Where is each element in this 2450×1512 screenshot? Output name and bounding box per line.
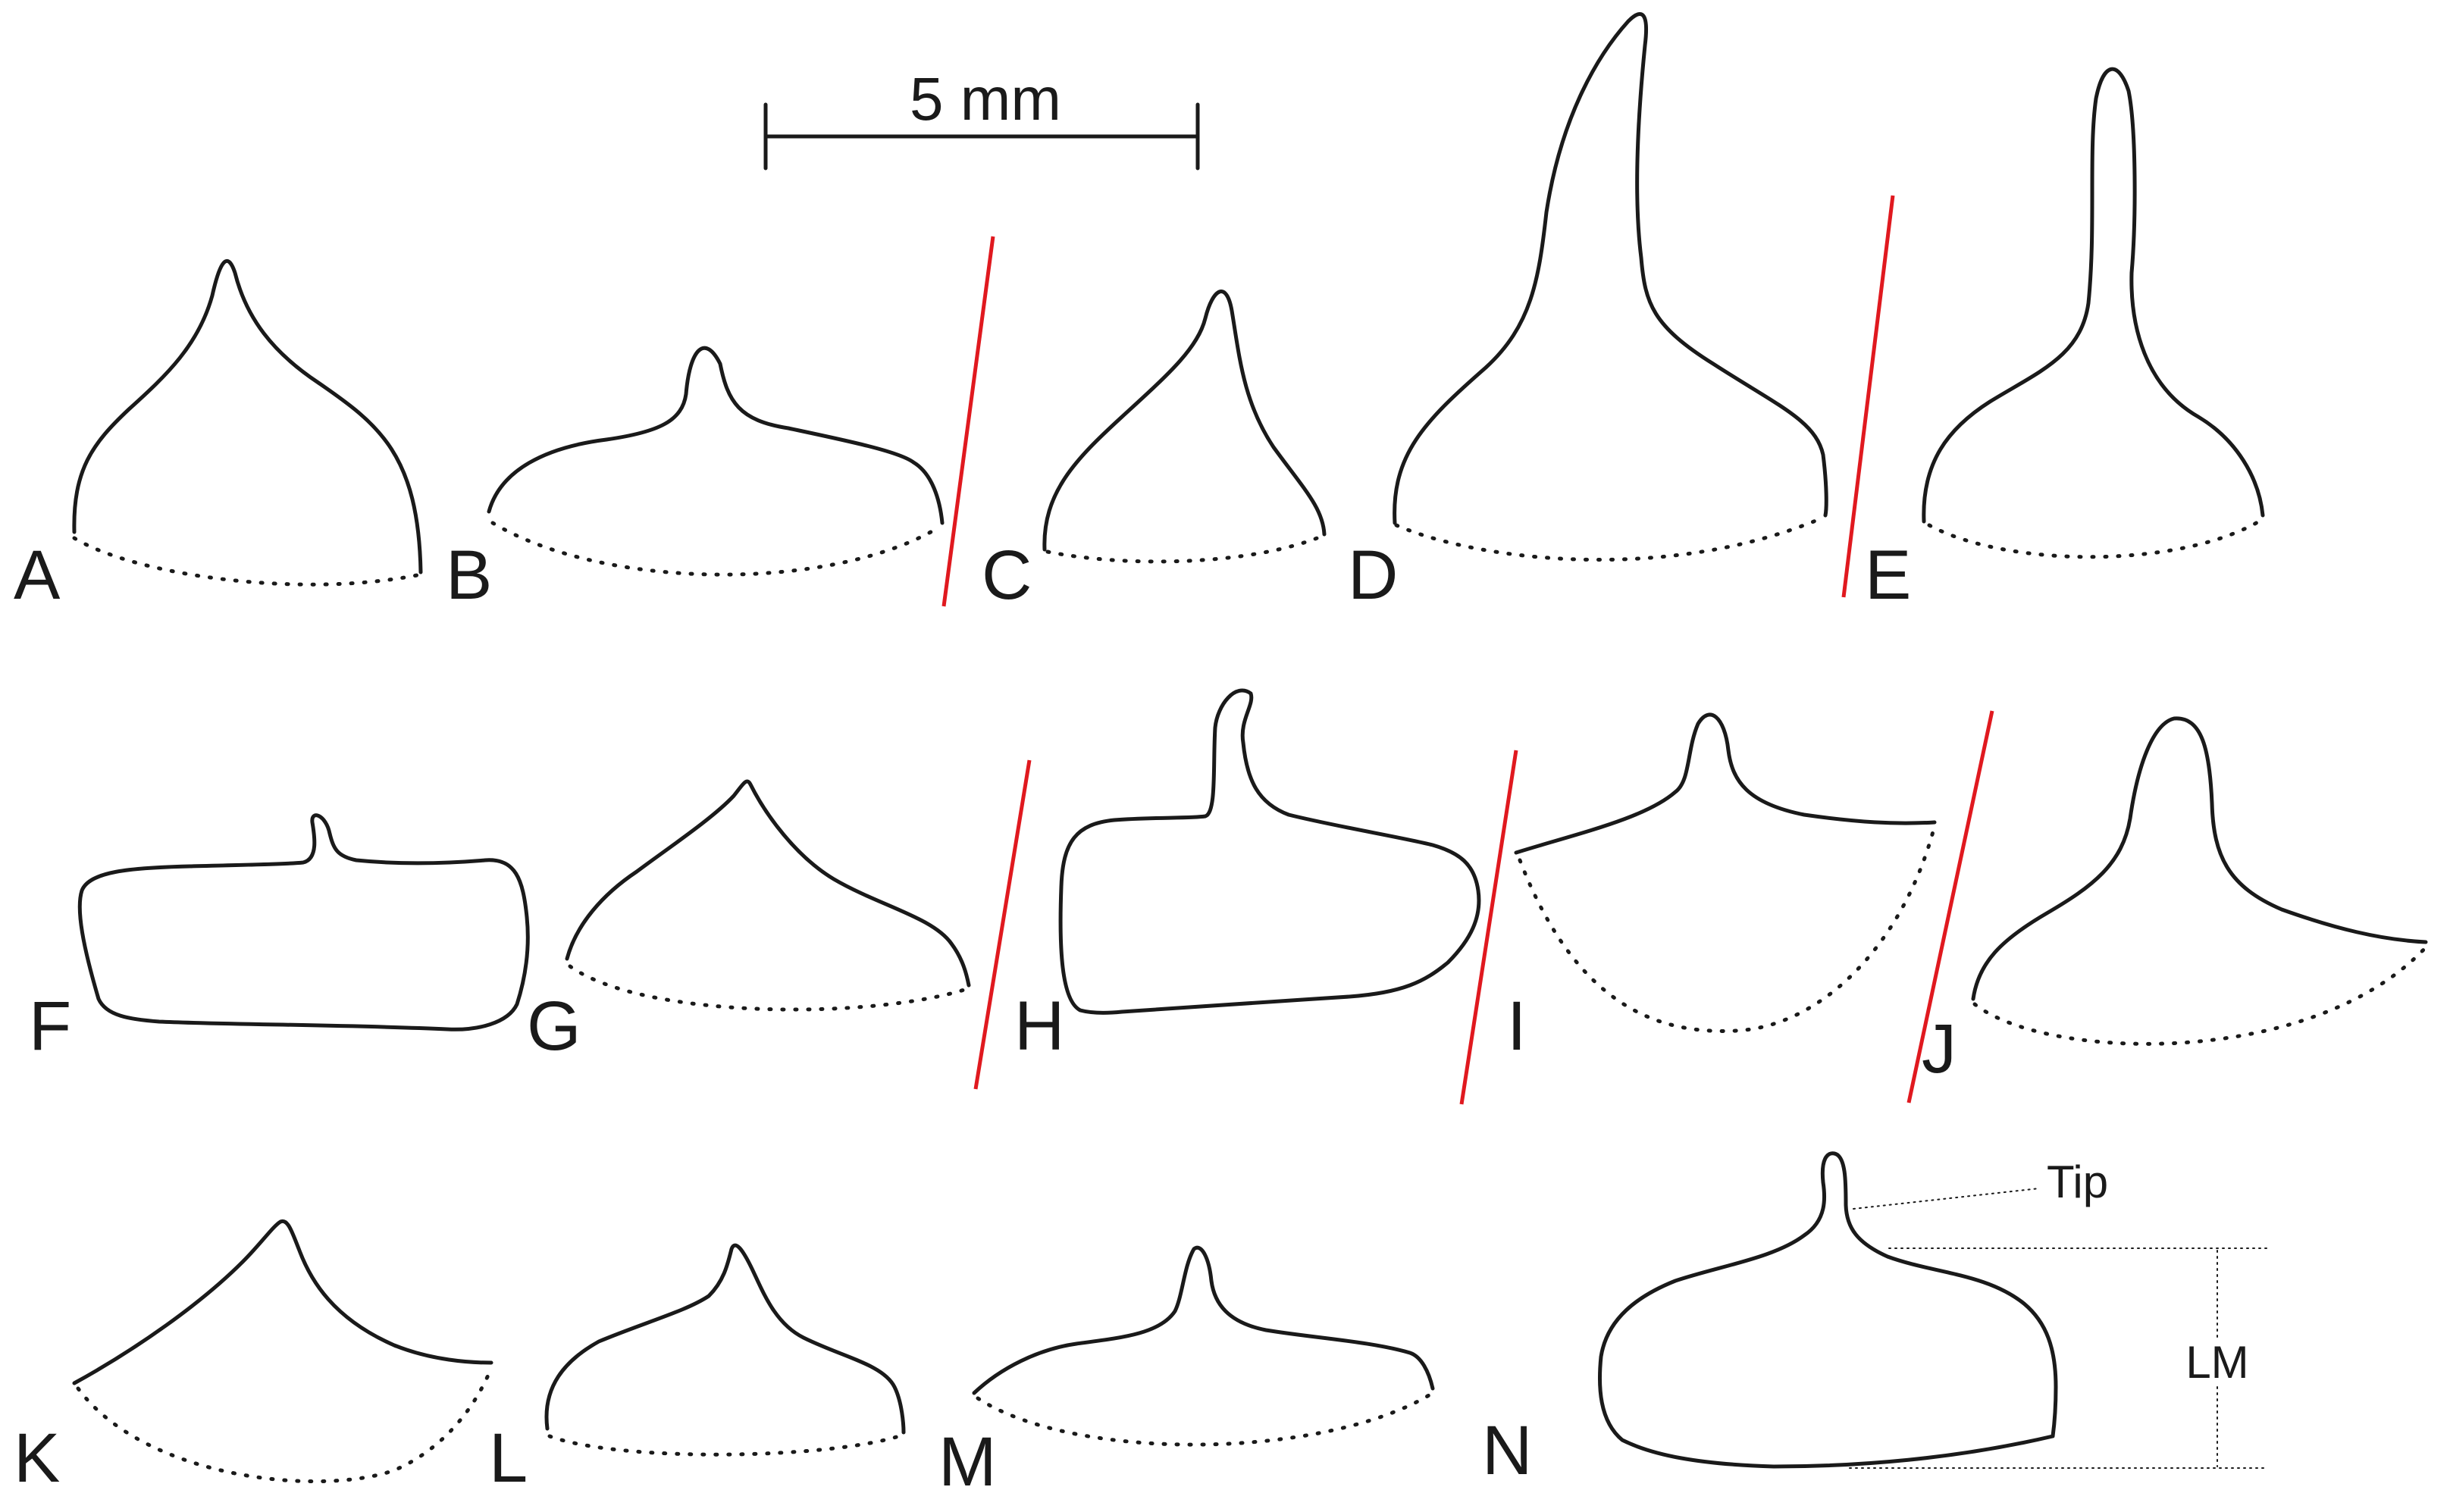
scute-outline [487, 346, 945, 525]
panel-f: F [29, 813, 530, 1065]
tip-leader-line [1853, 1188, 2040, 1210]
scute-outline [544, 1243, 906, 1435]
scute-outline [1971, 716, 2428, 1001]
panel-label-f: F [29, 988, 71, 1065]
scute-base-dotted [1972, 945, 2428, 1046]
panel-label-m: M [938, 1423, 997, 1501]
tip-label: Tip [2047, 1157, 2108, 1207]
separator-line [1906, 710, 1994, 1103]
separator-line [941, 236, 995, 607]
panel-a: A [14, 259, 423, 614]
scute-base-dotted [568, 964, 969, 1012]
scute-outline [72, 1219, 493, 1385]
panel-d: D [1348, 12, 1828, 614]
panel-g: G [527, 779, 971, 1065]
scute-base-dotted [1394, 515, 1825, 562]
panel-k: K [14, 1219, 493, 1497]
panel-i: I [1507, 712, 1937, 1065]
scute-outline [972, 1245, 1435, 1395]
scute-outline [1058, 688, 1481, 1015]
scute-base-dotted [76, 1366, 493, 1484]
scute-outline [1514, 712, 1937, 855]
panel-label-g: G [527, 988, 581, 1065]
panel-j: J [1922, 716, 2428, 1088]
lm-label: LM [2185, 1337, 2248, 1388]
separators [941, 195, 1994, 1105]
panel-label-k: K [14, 1420, 60, 1497]
panel-label-l: L [489, 1420, 528, 1497]
scute-base-dotted [976, 1391, 1435, 1447]
separator-line [973, 759, 1032, 1090]
scute-outline [1393, 12, 1828, 525]
panel-h: H [1014, 688, 1481, 1065]
scute-outline [1042, 290, 1327, 552]
panel-label-d: D [1348, 537, 1398, 614]
scute-outline [1922, 67, 2265, 524]
panel-label-b: B [446, 537, 492, 614]
scute-outline [1597, 1151, 2058, 1469]
panel-b: B [446, 346, 945, 614]
panel-label-a: A [14, 537, 61, 614]
scale-bar: 5 mm [763, 65, 1200, 171]
scute-outline [77, 813, 530, 1031]
scute-base-dotted [490, 521, 942, 577]
panel-label-c: C [982, 537, 1032, 614]
panel-e: E [1865, 67, 2265, 614]
scute-base-dotted [1518, 824, 1937, 1033]
panel-n: Tip LM N [1482, 1151, 2267, 1489]
scute-base-dotted [1927, 517, 2265, 559]
panel-c: C [982, 290, 1329, 614]
scute-base-dotted [72, 536, 423, 587]
scale-bar-label: 5 mm [910, 65, 1061, 133]
panel-label-n: N [1482, 1412, 1532, 1489]
panel-label-j: J [1922, 1010, 1957, 1088]
scute-outline [72, 259, 423, 574]
scute-base-dotted [1045, 532, 1329, 564]
scute-base-dotted [547, 1432, 906, 1457]
scute-outline [565, 779, 971, 988]
separator-line [1841, 195, 1895, 598]
separator-line [1459, 750, 1518, 1105]
panel-label-i: I [1507, 988, 1527, 1065]
panel-label-e: E [1865, 537, 1911, 614]
panel-l: L [489, 1243, 906, 1497]
panel-m: M [938, 1245, 1435, 1501]
panel-label-h: H [1014, 988, 1064, 1065]
